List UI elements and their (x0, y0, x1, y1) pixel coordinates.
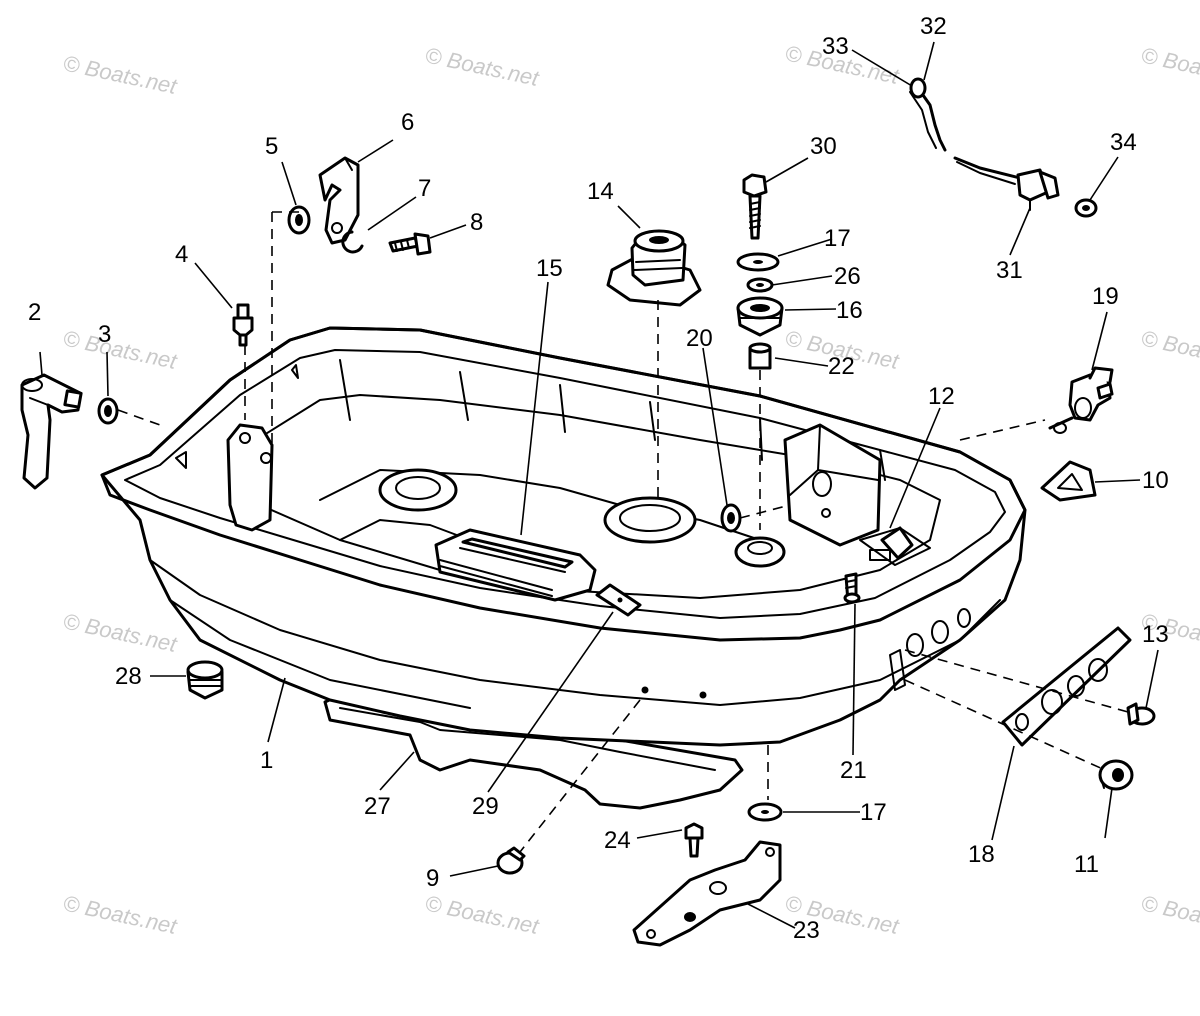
callout-3: 3 (98, 321, 111, 348)
watermark-text: © Boats.net (1139, 325, 1200, 374)
part-5-washer (287, 205, 311, 235)
part-12-clip (880, 526, 914, 560)
part-32-wire (909, 77, 947, 152)
part-34-nut (1074, 198, 1098, 218)
callout-31: 31 (996, 257, 1023, 284)
watermark-text: © Boats.net (61, 325, 180, 374)
part-15-pad (434, 528, 597, 602)
part-9-plug (496, 846, 526, 875)
watermark-text: © Boats.net (1139, 42, 1200, 91)
callout-30: 30 (810, 133, 837, 160)
watermark-text: © Boats.net (61, 608, 180, 657)
callout-5: 5 (265, 133, 278, 160)
part-3-washer (97, 397, 119, 425)
part-17-washer-bottom (747, 802, 783, 822)
callout-11: 11 (1074, 851, 1099, 878)
callout-15: 15 (536, 255, 563, 282)
callout-22: 22 (828, 353, 855, 380)
part-33-wire (909, 91, 937, 149)
part-23-bracket (632, 840, 782, 947)
callout-9: 9 (426, 865, 439, 892)
leader-lines (39, 41, 1159, 929)
part-6-latch-hook (318, 156, 360, 245)
part-28-grommet (186, 660, 224, 700)
callout-34: 34 (1110, 129, 1137, 156)
callout-33: 33 (822, 33, 849, 60)
callout-16: 16 (836, 297, 863, 324)
part-1-lower-cover (100, 326, 1027, 747)
part-17-washer-top (736, 252, 780, 272)
callout-24: 24 (604, 827, 631, 854)
part-16-grommet (736, 296, 784, 337)
watermark-text: © Boats.net (61, 890, 180, 939)
callout-2: 2 (28, 299, 41, 326)
watermark-text: © Boats.net (1139, 890, 1200, 939)
callout-17-bottom: 17 (860, 799, 887, 826)
callout-26: 26 (834, 263, 861, 290)
part-18-gasket (1001, 626, 1132, 747)
assembly-lines (117, 211, 1129, 853)
callout-17-top: 17 (824, 225, 851, 252)
part-26-spacer (746, 277, 774, 293)
part-11-grommet (1098, 759, 1134, 791)
callout-21: 21 (840, 757, 867, 784)
part-13-plug (1126, 702, 1156, 726)
callout-12: 12 (928, 383, 955, 410)
watermark-text: © Boats.net (423, 890, 542, 939)
callout-29: 29 (472, 793, 499, 820)
watermark-text: © Boats.net (61, 50, 180, 99)
part-30-bolt (742, 173, 768, 240)
part-31-harness (953, 156, 1060, 211)
callout-labels: 1 2 3 4 5 6 7 8 9 10 11 12 13 14 15 16 1… (28, 13, 1169, 944)
callout-20: 20 (686, 325, 713, 352)
callout-8: 8 (470, 209, 483, 236)
part-19-connector (1048, 366, 1114, 434)
callout-10: 10 (1142, 467, 1169, 494)
part-10-grommet (1040, 460, 1097, 502)
part-2-lever (20, 373, 83, 490)
callout-4: 4 (175, 241, 188, 268)
callout-7: 7 (418, 175, 431, 202)
callout-32: 32 (920, 13, 947, 40)
part-21-screw (843, 572, 861, 604)
callout-27: 27 (364, 793, 391, 820)
callout-18: 18 (968, 841, 995, 868)
callout-23: 23 (793, 917, 820, 944)
part-24-screw (684, 822, 704, 858)
part-22-sleeve (748, 342, 772, 370)
part-14-grommet (606, 229, 702, 307)
part-7-clip (341, 230, 364, 254)
callout-13: 13 (1142, 621, 1169, 648)
part-4-fitting (232, 303, 254, 347)
part-20-washer (720, 503, 742, 533)
callout-14: 14 (587, 178, 614, 205)
callout-1: 1 (260, 747, 273, 774)
watermark-text: © Boats.net (423, 42, 542, 91)
callout-28: 28 (115, 663, 142, 690)
part-8-bolt (388, 232, 432, 256)
callout-6: 6 (401, 109, 414, 136)
callout-19: 19 (1092, 283, 1119, 310)
